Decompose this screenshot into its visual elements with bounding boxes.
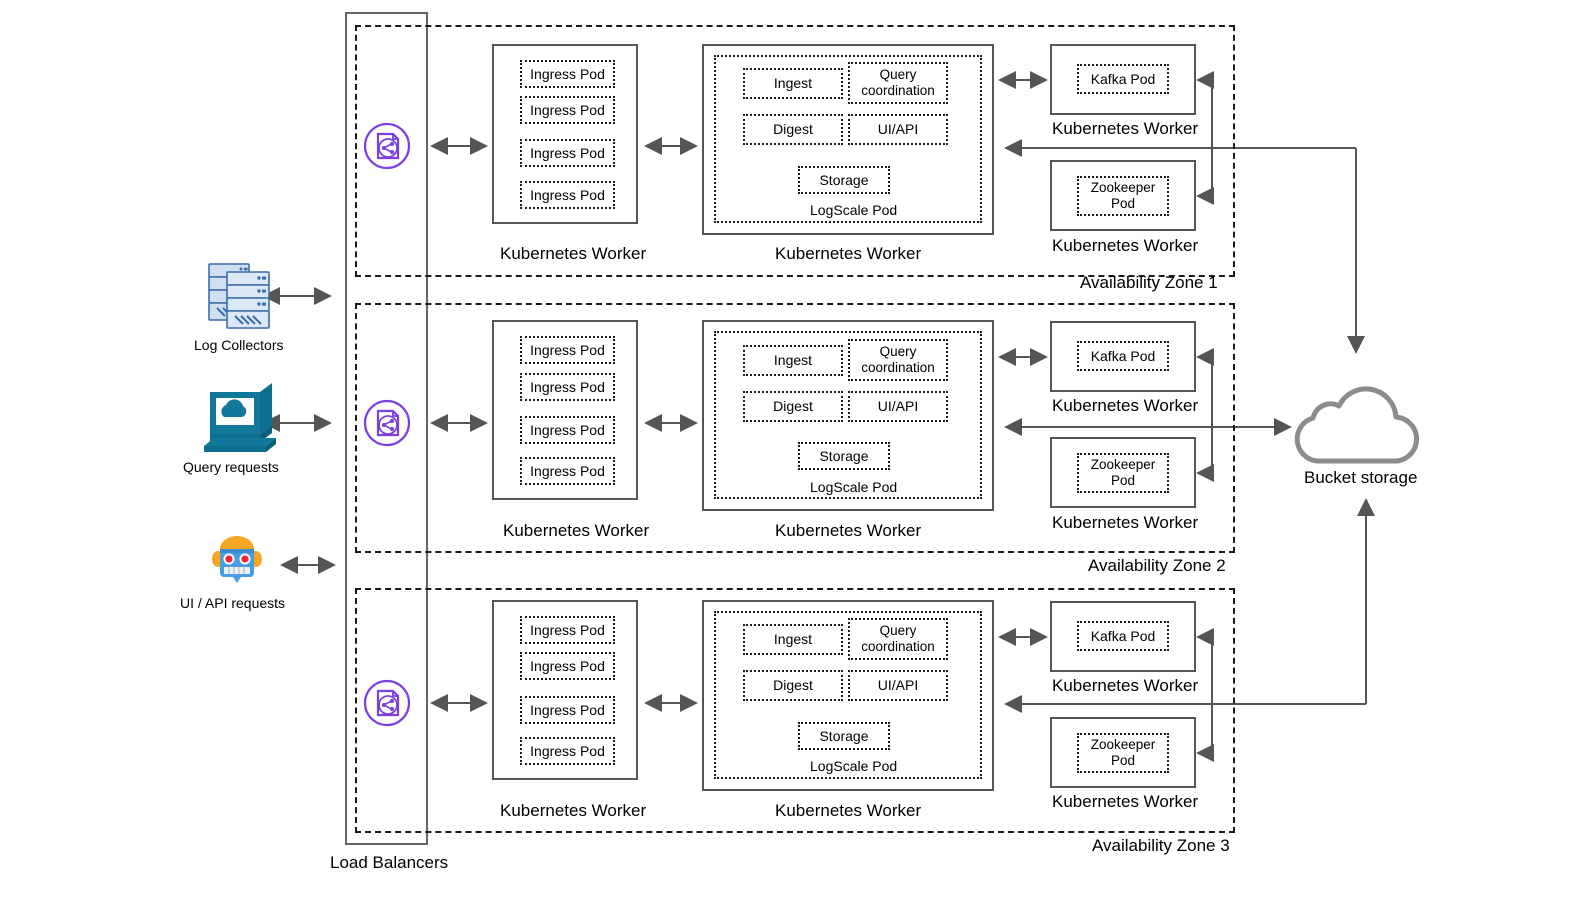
logscale-digest: Digest (743, 670, 843, 701)
bucket-storage-label: Bucket storage (1304, 468, 1418, 487)
ingress-pod: Ingress Pod (520, 457, 615, 485)
logscale-storage: Storage (798, 722, 890, 750)
logscale-pod-label: LogScale Pod (810, 479, 898, 495)
robot-icon (206, 529, 268, 596)
availability-zone-2-label: Availability Zone 2 (1088, 556, 1226, 575)
cloud-icon (1283, 383, 1435, 478)
ingress-pod: Ingress Pod (520, 737, 615, 765)
kafka-pod: Kafka Pod (1077, 621, 1169, 651)
load-balancers-label: Load Balancers (330, 853, 449, 872)
availability-zone-2 (355, 303, 1235, 553)
ingress-pod: Ingress Pod (520, 616, 615, 644)
logscale-query-coordination: Query coordination (848, 62, 948, 104)
logscale-query-coordination: Query coordination (848, 339, 948, 381)
ingress-pod: Ingress Pod (520, 416, 615, 444)
ingress-pod: Ingress Pod (520, 181, 615, 209)
load-balancers-container (345, 12, 428, 845)
zookeeper-kubernetes-worker-z3 (1050, 717, 1196, 788)
monitor-cloud-icon (198, 378, 282, 467)
logscale-storage: Storage (798, 166, 890, 194)
logscale-pod-label: LogScale Pod (810, 758, 898, 774)
ingress-pod: Ingress Pod (520, 60, 615, 88)
availability-zone-1 (355, 25, 1235, 277)
load-balancer-icon (362, 398, 412, 453)
zookeeper-pod: Zookeeper Pod (1077, 733, 1169, 773)
worker-label: Kubernetes Worker (1052, 792, 1199, 811)
ingress-pod: Ingress Pod (520, 96, 615, 124)
load-balancer-icon (362, 678, 412, 733)
zookeeper-pod: Zookeeper Pod (1077, 453, 1169, 493)
logscale-ui-api: UI/API (848, 391, 948, 422)
logscale-pod-label: LogScale Pod (810, 202, 898, 218)
kafka-pod: Kafka Pod (1077, 341, 1169, 371)
worker-label: Kubernetes Worker (775, 244, 922, 263)
logscale-ingest: Ingest (743, 345, 843, 376)
worker-label: Kubernetes Worker (500, 244, 647, 263)
worker-label: Kubernetes Worker (1052, 119, 1199, 138)
worker-label: Kubernetes Worker (500, 801, 647, 820)
logscale-ui-api: UI/API (848, 670, 948, 701)
logscale-query-coordination: Query coordination (848, 618, 948, 660)
ingress-pod: Ingress Pod (520, 139, 615, 167)
log-collectors-label: Log Collectors (194, 337, 284, 353)
zookeeper-pod: Zookeeper Pod (1077, 176, 1169, 216)
worker-label: Kubernetes Worker (1052, 513, 1199, 532)
server-stack-icon (203, 258, 281, 341)
logscale-ingest: Ingest (743, 624, 843, 655)
availability-zone-3 (355, 588, 1235, 833)
logscale-ui-api: UI/API (848, 114, 948, 145)
worker-label: Kubernetes Worker (775, 521, 922, 540)
ui-api-requests-label: UI / API requests (180, 595, 286, 611)
worker-label: Kubernetes Worker (1052, 676, 1199, 695)
query-requests-label: Query requests (183, 459, 279, 475)
load-balancer-icon (362, 121, 412, 176)
kafka-pod: Kafka Pod (1077, 64, 1169, 94)
availability-zone-1-label: Availability Zone 1 (1080, 273, 1218, 292)
logscale-digest: Digest (743, 114, 843, 145)
worker-label: Kubernetes Worker (503, 521, 650, 540)
worker-label: Kubernetes Worker (775, 801, 922, 820)
ingress-pod: Ingress Pod (520, 696, 615, 724)
logscale-digest: Digest (743, 391, 843, 422)
logscale-storage: Storage (798, 442, 890, 470)
ingress-pod: Ingress Pod (520, 373, 615, 401)
availability-zone-3-label: Availability Zone 3 (1092, 836, 1230, 855)
ingress-pod: Ingress Pod (520, 652, 615, 680)
logscale-ingest: Ingest (743, 68, 843, 99)
ingress-pod: Ingress Pod (520, 336, 615, 364)
worker-label: Kubernetes Worker (1052, 396, 1199, 415)
worker-label: Kubernetes Worker (1052, 236, 1199, 255)
